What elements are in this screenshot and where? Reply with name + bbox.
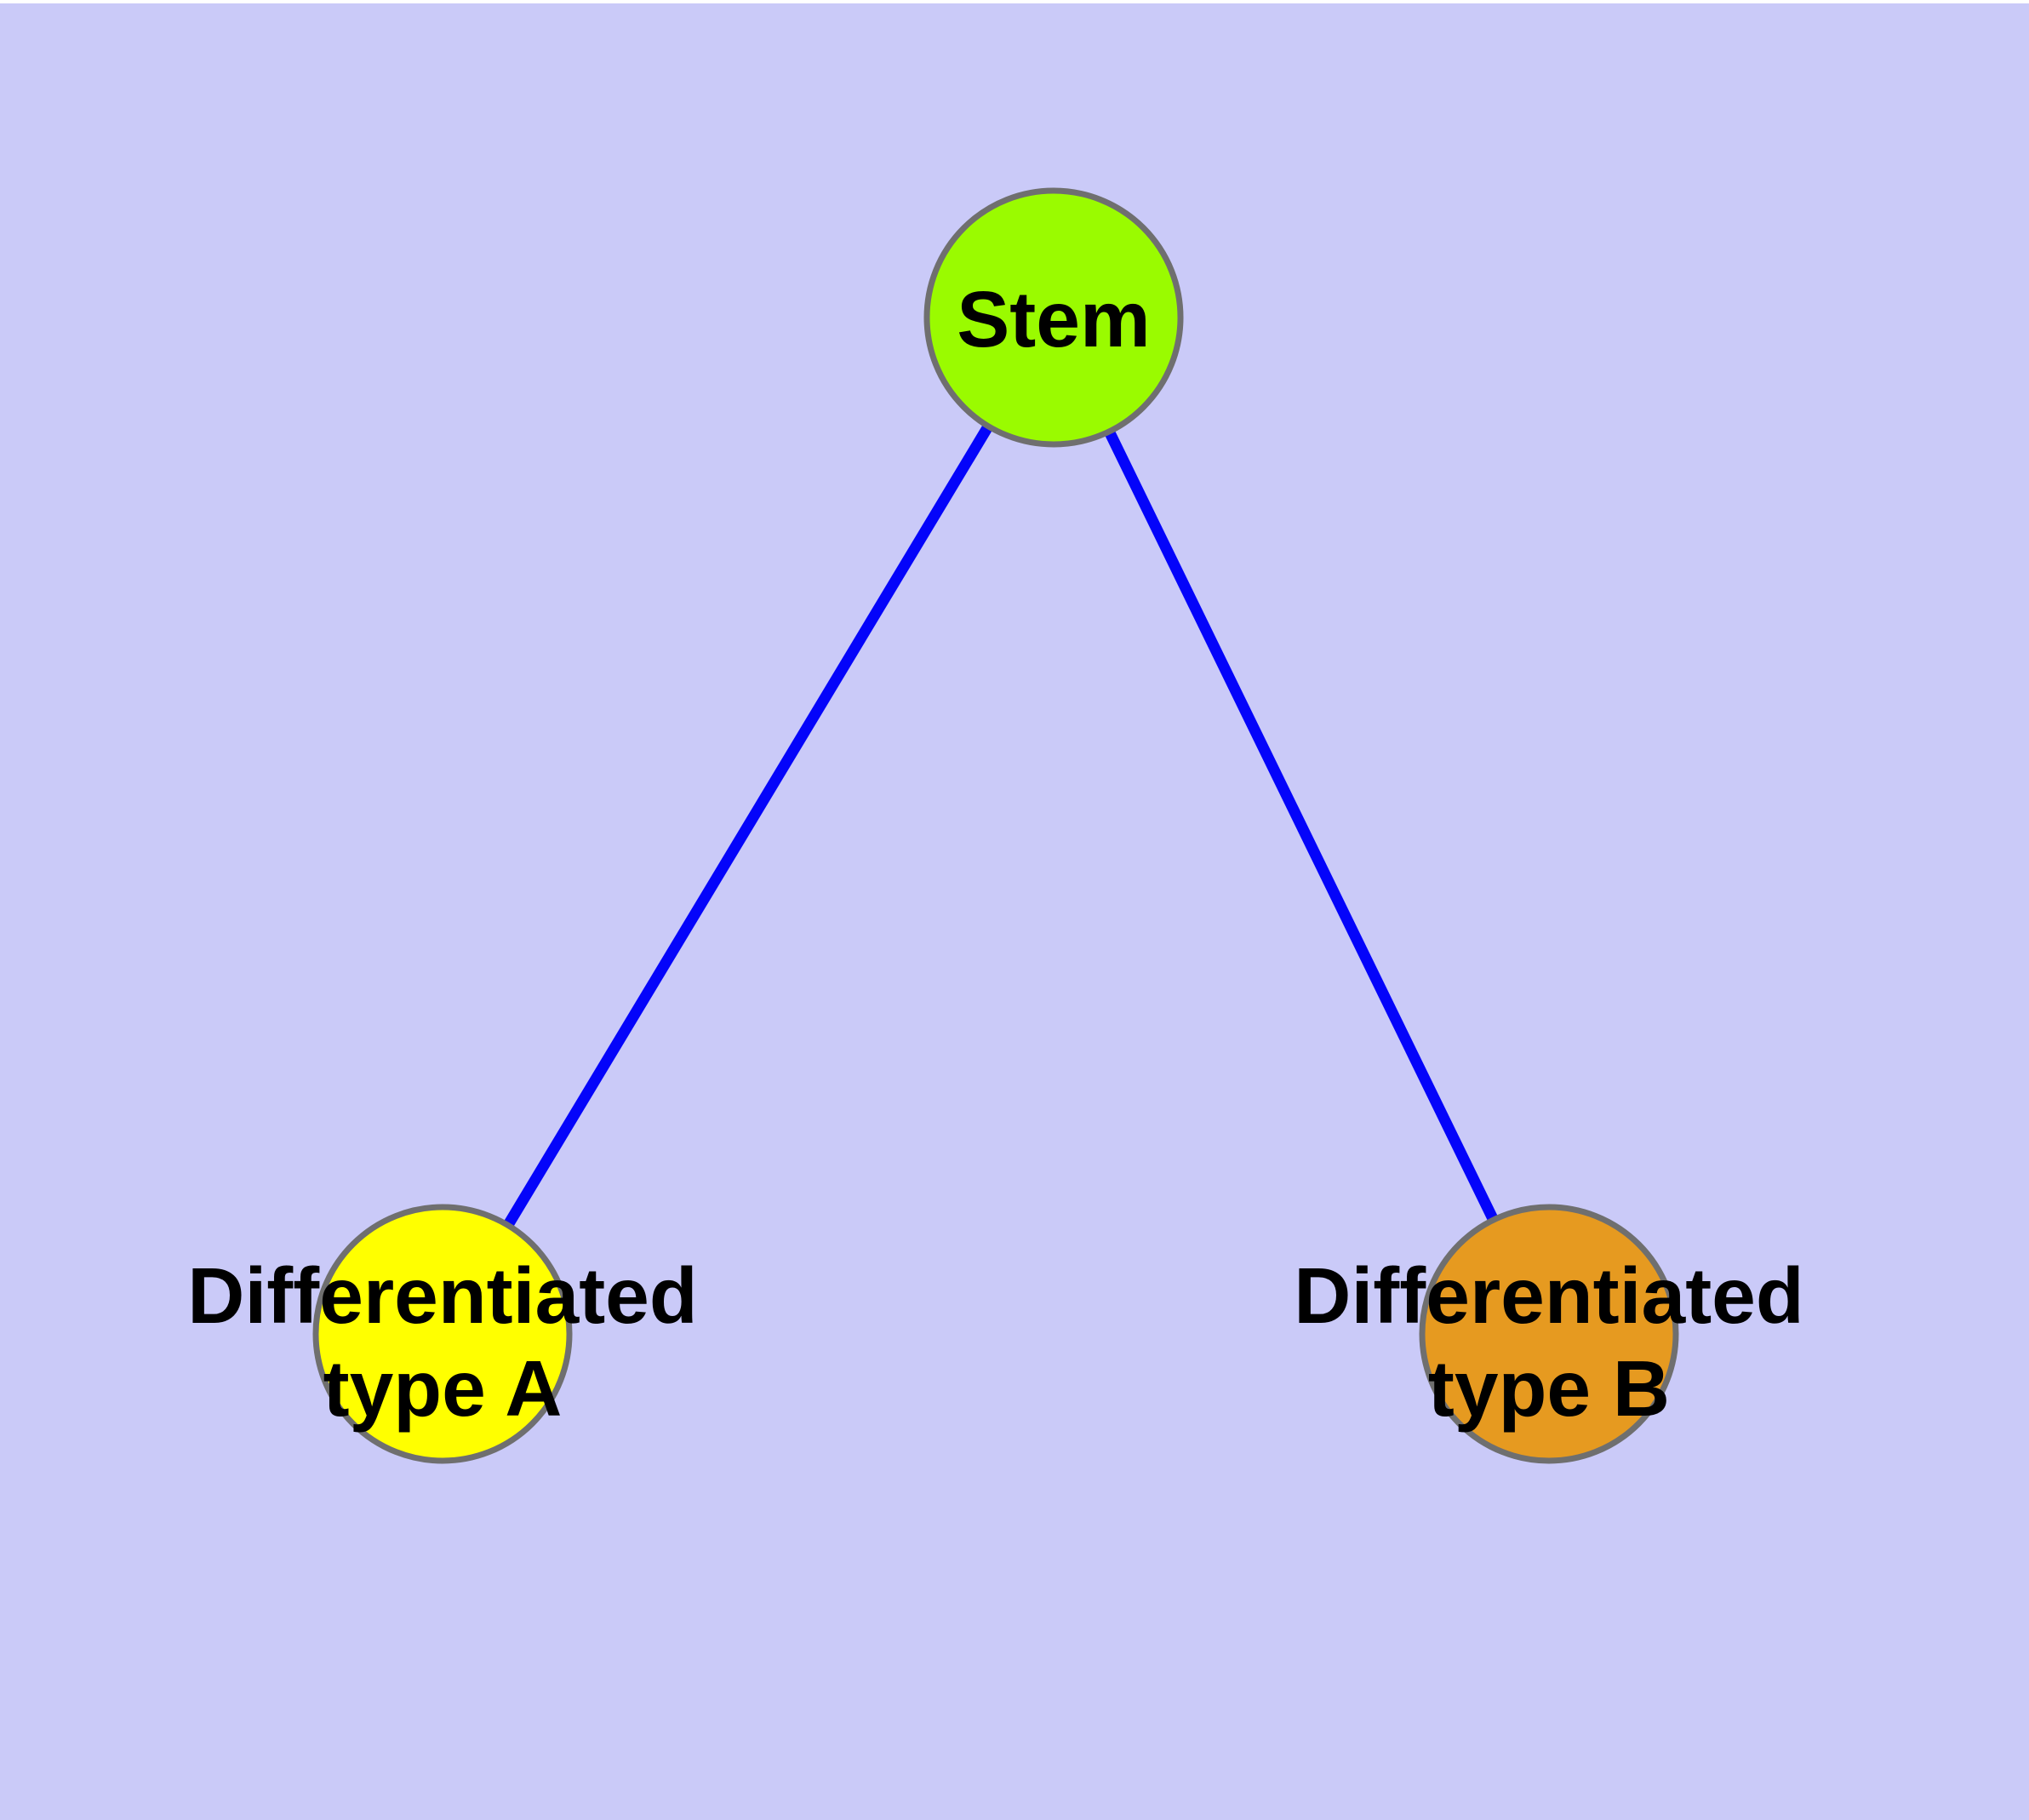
node-differentiated-type-a-label-line1: Differentiated	[187, 1251, 697, 1340]
node-differentiated-type-b-circle	[1419, 1204, 1679, 1464]
node-differentiated-type-a-circle	[312, 1204, 573, 1464]
node-differentiated-type-a-label-line2: type A	[323, 1344, 563, 1433]
node-stem-label: Stem	[957, 275, 1150, 363]
node-stem-circle	[923, 187, 1184, 448]
edge-stem-to-type-b	[1049, 315, 1554, 1336]
node-differentiated-type-b-label-line1: Differentiated	[1294, 1251, 1803, 1340]
node-differentiated-type-b-label-line2: type B	[1428, 1344, 1670, 1433]
edge-stem-to-type-a	[437, 314, 1059, 1337]
